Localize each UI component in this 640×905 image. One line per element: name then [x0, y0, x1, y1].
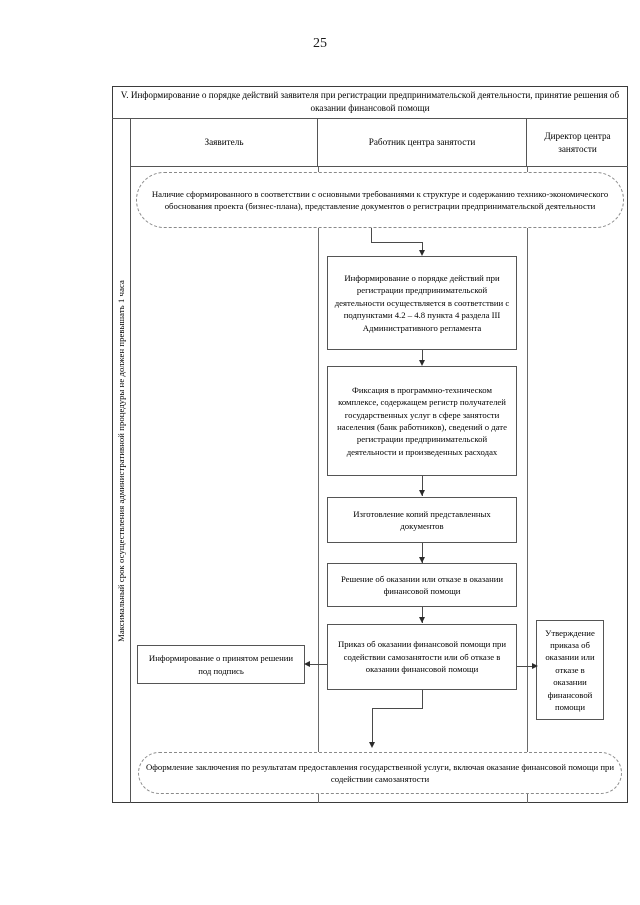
- node-approval: Утверждение приказа об оказании или отка…: [536, 620, 604, 720]
- arrow-order-to-applicant: [304, 660, 310, 667]
- lane-separator-1: [318, 167, 319, 803]
- node-order: Приказ об оказании финансовой помощи при…: [327, 624, 517, 690]
- node-inform-applicant: Информирование о принятом решении под по…: [137, 645, 305, 684]
- arrow-copies-to-decision: [418, 557, 425, 563]
- node-fixation: Фиксация в программно-техническом компле…: [327, 366, 517, 476]
- arrow-to-conclusion: [368, 742, 375, 748]
- page-number: 25: [313, 36, 327, 51]
- node-conclusion: Оформление заключения по результатам пре…: [138, 752, 622, 794]
- connector-start-down: [371, 228, 372, 242]
- max-duration-label: Максимальный срок осуществления админист…: [116, 280, 126, 642]
- connector-order-to-approval: [513, 666, 534, 667]
- arrow-fixation-to-copies: [418, 490, 425, 496]
- lane-separator-2: [527, 167, 528, 803]
- max-duration-column: Максимальный срок осуществления админист…: [112, 119, 131, 803]
- connector-decision-to-order: [422, 607, 423, 623]
- node-inform-order: Информирование о порядке действий при ре…: [327, 256, 517, 350]
- lane-header-employee: Работник центра занятости: [318, 119, 527, 167]
- node-decision: Решение об оказании или отказе в оказани…: [327, 563, 517, 607]
- lane-header-applicant: Заявитель: [131, 119, 318, 167]
- node-start: Наличие сформированного в соответствии с…: [136, 172, 624, 228]
- flowchart-table-frame: [112, 86, 628, 803]
- connector-fixation-to-copies: [422, 476, 423, 496]
- arrow-order-to-approval: [532, 662, 538, 669]
- arrow-decision-to-order: [418, 617, 425, 623]
- lane-header-director: Директор центра занятости: [527, 119, 628, 167]
- connector-order-down: [422, 690, 423, 708]
- connector-start-right: [371, 242, 422, 243]
- connector-to-conclusion-v: [372, 708, 373, 745]
- arrow-inform-to-fixation: [418, 360, 425, 366]
- connector-start-to-inform: [422, 242, 423, 253]
- connector-copies-to-decision: [422, 543, 423, 563]
- flowchart-title: V. Информирование о порядке действий зая…: [112, 86, 628, 119]
- connector-order-to-applicant: [310, 664, 330, 665]
- connector-inform-to-fixation: [422, 350, 423, 364]
- connector-order-to-conclusion-h: [372, 708, 423, 709]
- arrow-start-to-inform: [418, 250, 425, 256]
- node-copies: Изготовление копий представленных докуме…: [327, 497, 517, 543]
